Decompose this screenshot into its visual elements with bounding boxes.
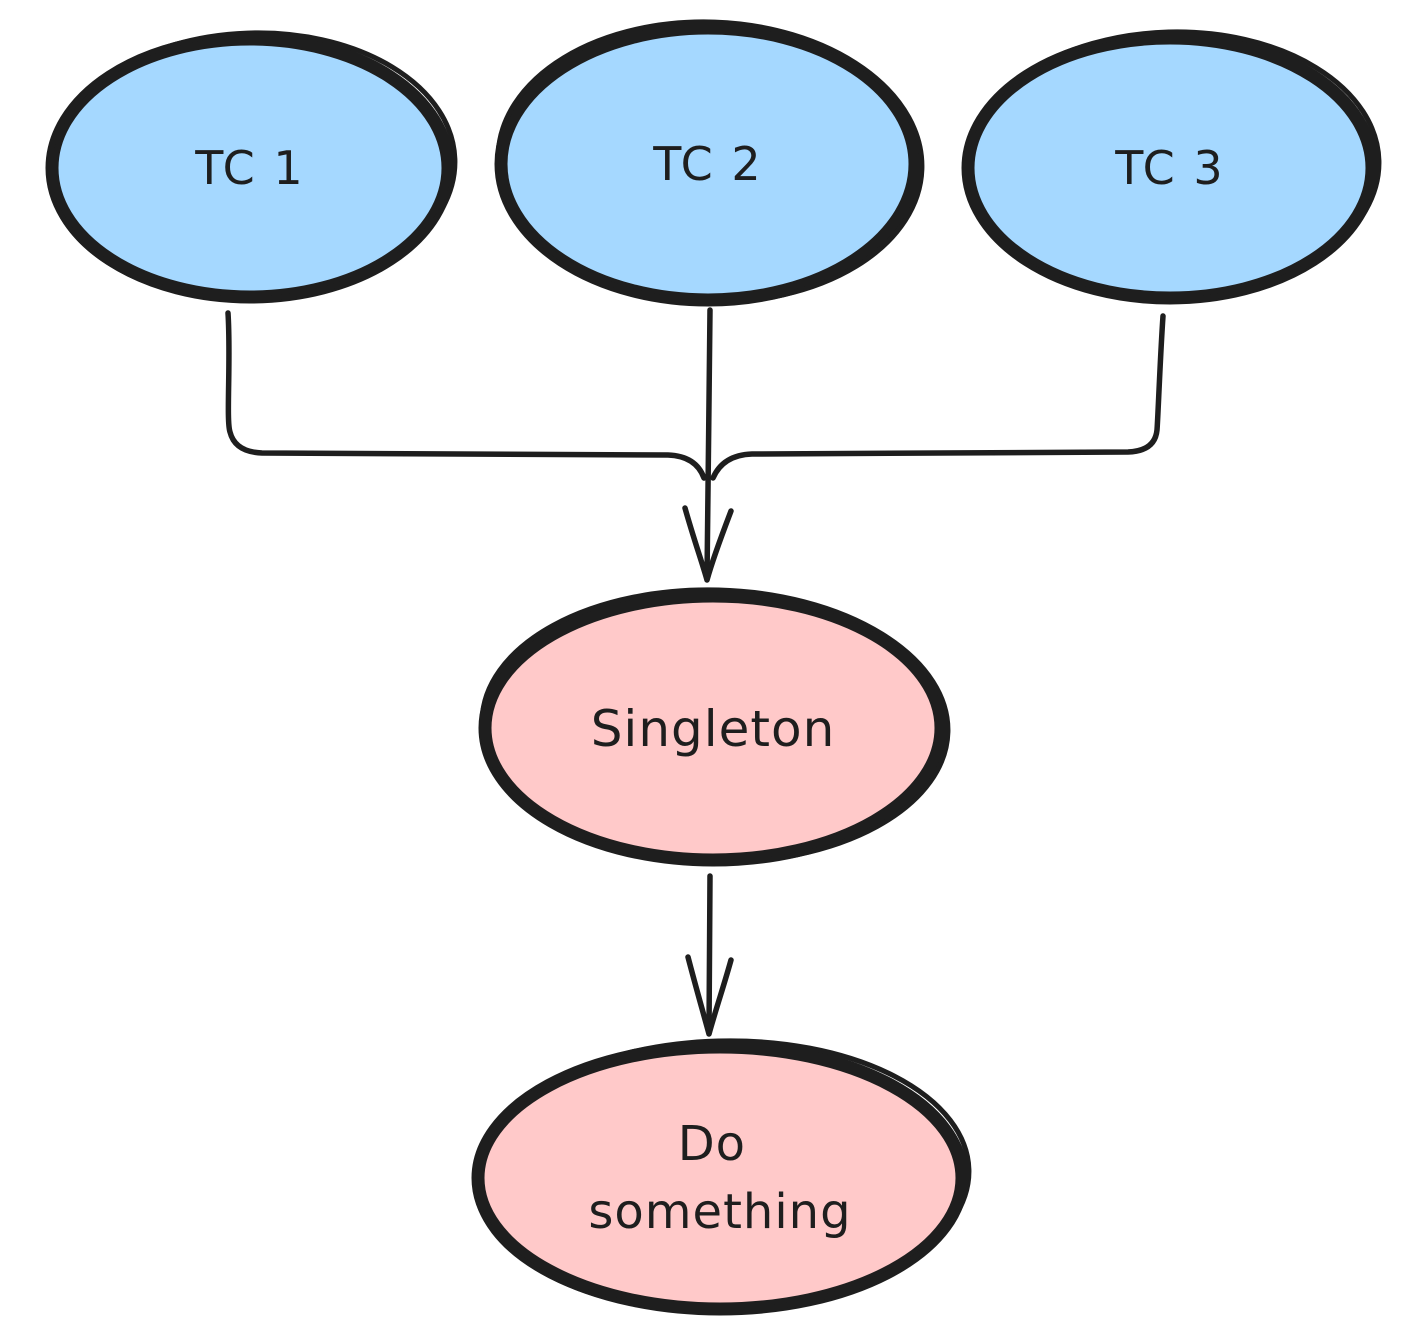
node-do-something-label-line1: Do	[678, 1116, 746, 1172]
node-tc2-label: TC 2	[652, 137, 762, 191]
edge-tc2-to-singleton[interactable]	[704, 307, 713, 581]
node-tc1[interactable]: TC 1	[44, 26, 459, 306]
node-tc3-label: TC 3	[1114, 141, 1224, 195]
node-tc3-sketch-outline	[962, 29, 1382, 303]
edge-tc1-to-singleton[interactable]	[225, 310, 707, 481]
node-do-something-label: Do something	[588, 1116, 851, 1240]
node-do-something[interactable]: Do something	[471, 1035, 973, 1318]
node-tc3[interactable]: TC 3	[961, 27, 1383, 306]
edge-singleton-to-do-something[interactable]	[706, 873, 713, 1035]
node-tc1-sketch-outline	[46, 30, 458, 302]
arrowhead-to-singleton	[682, 505, 734, 583]
node-tc1-label: TC 1	[194, 141, 304, 195]
edge-tc3-to-singleton[interactable]	[710, 313, 1166, 481]
node-do-something-sketch-outline	[472, 1038, 972, 1314]
node-singleton[interactable]: Singleton	[478, 584, 952, 868]
node-singleton-label: Singleton	[591, 700, 836, 758]
arrowhead-to-do-something	[685, 954, 734, 1037]
node-tc2-sketch-outline	[495, 19, 925, 305]
node-do-something-label-line2: something	[588, 1184, 851, 1240]
node-singleton-sketch-outline	[479, 587, 951, 865]
node-tc2[interactable]: TC 2	[493, 15, 927, 310]
